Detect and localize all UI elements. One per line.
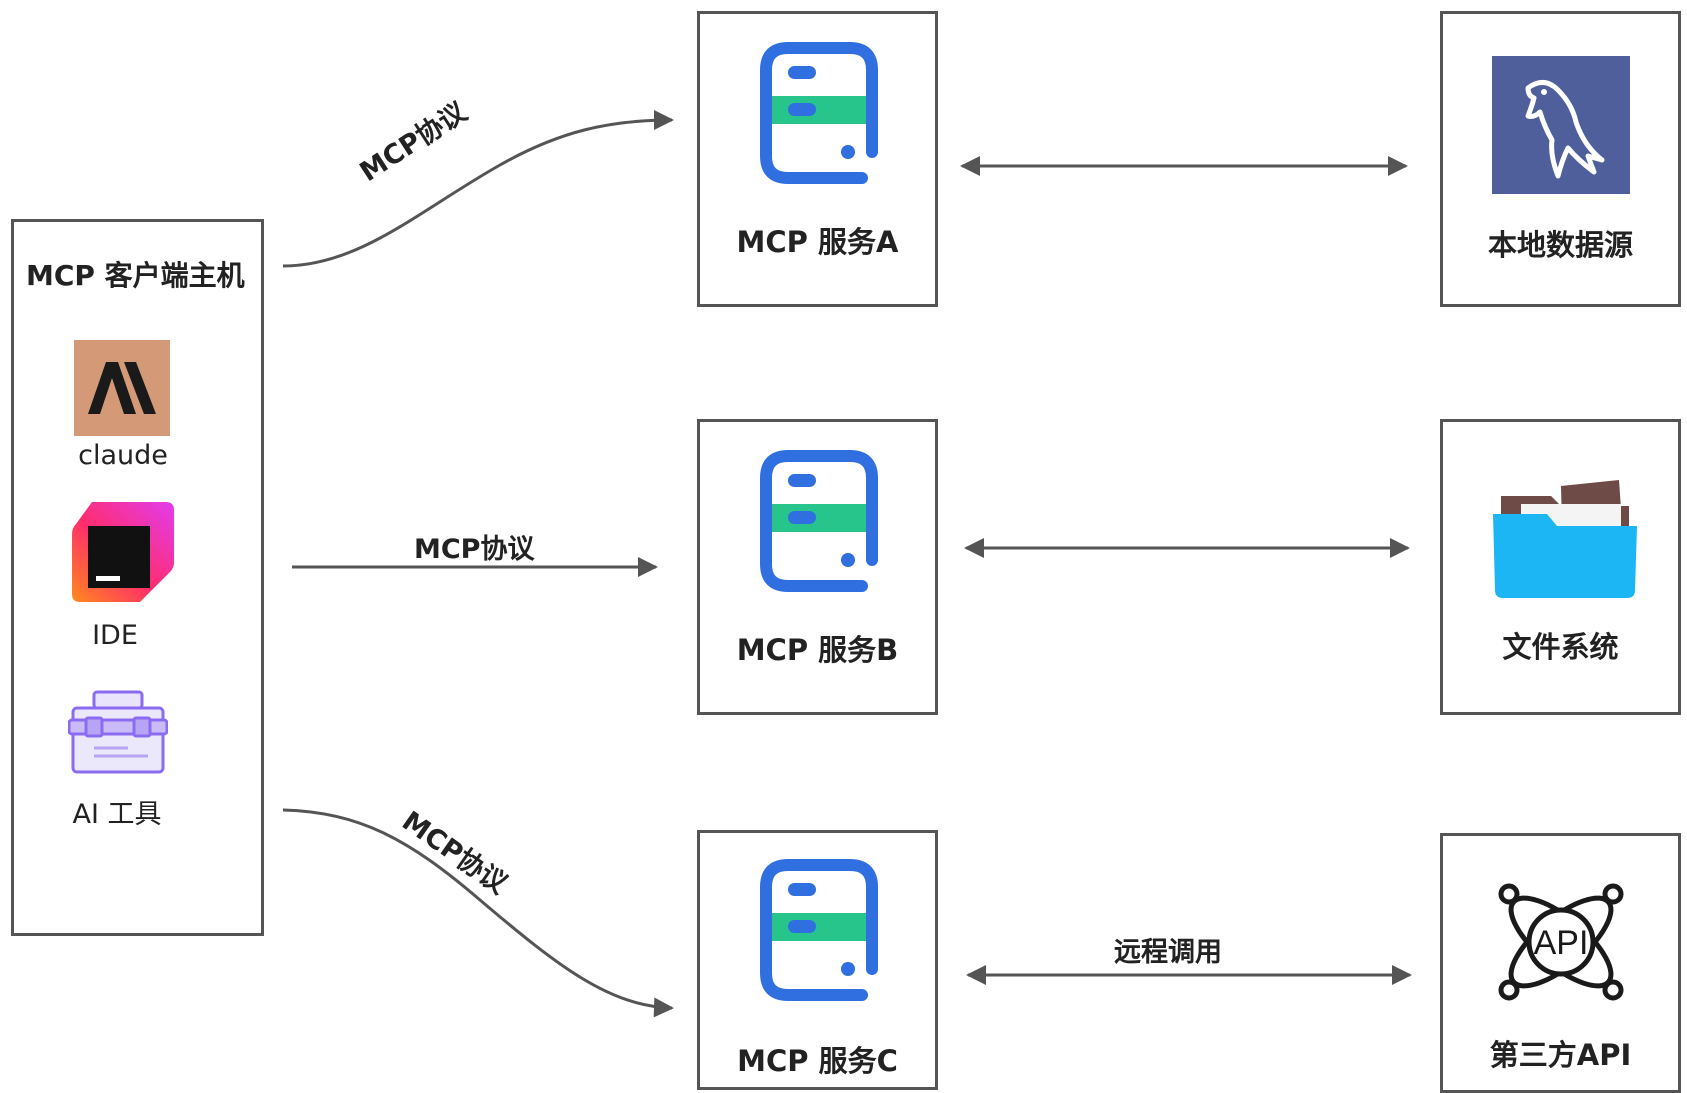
server-c-box: MCP 服务C — [697, 830, 938, 1090]
server-a-label: MCP 服务A — [736, 225, 899, 259]
anthropic-icon — [74, 340, 170, 436]
client-app-ide-label: IDE — [92, 620, 138, 651]
server-a-box: MCP 服务A — [697, 11, 938, 307]
file-system-box: 文件系统 — [1440, 419, 1681, 715]
edge-label-protocol-b: MCP协议 — [414, 534, 535, 565]
mysql-dolphin-icon — [1492, 56, 1630, 194]
file-system-label: 文件系统 — [1502, 630, 1619, 664]
third-party-api-label: 第三方API — [1489, 1038, 1632, 1072]
toolbox-icon — [67, 690, 169, 776]
client-host-title: MCP 客户端主机 — [26, 259, 245, 292]
third-party-api-box: API 第三方API — [1440, 833, 1681, 1093]
client-app-claude-label: claude — [78, 440, 168, 471]
server-icon — [758, 40, 880, 190]
client-host-box: MCP 客户端主机 claude IDE — [11, 219, 264, 936]
server-icon — [758, 857, 880, 1007]
server-c-label: MCP 服务C — [737, 1044, 898, 1078]
edge-label-remote-call: 远程调用 — [1114, 937, 1222, 968]
server-b-label: MCP 服务B — [736, 633, 899, 667]
edge-client-to-server-c — [282, 808, 674, 1018]
edge-client-to-server-a — [282, 110, 674, 268]
api-icon: API — [1497, 880, 1625, 1004]
folder-icon — [1491, 476, 1639, 600]
server-icon — [758, 448, 880, 598]
svg-text:API: API — [1534, 924, 1589, 962]
local-datasource-box: 本地数据源 — [1440, 11, 1681, 307]
local-datasource-label: 本地数据源 — [1487, 228, 1633, 262]
jetbrains-icon — [70, 500, 176, 604]
client-app-ai-tools-label: AI 工具 — [72, 799, 162, 830]
server-b-box: MCP 服务B — [697, 419, 938, 715]
